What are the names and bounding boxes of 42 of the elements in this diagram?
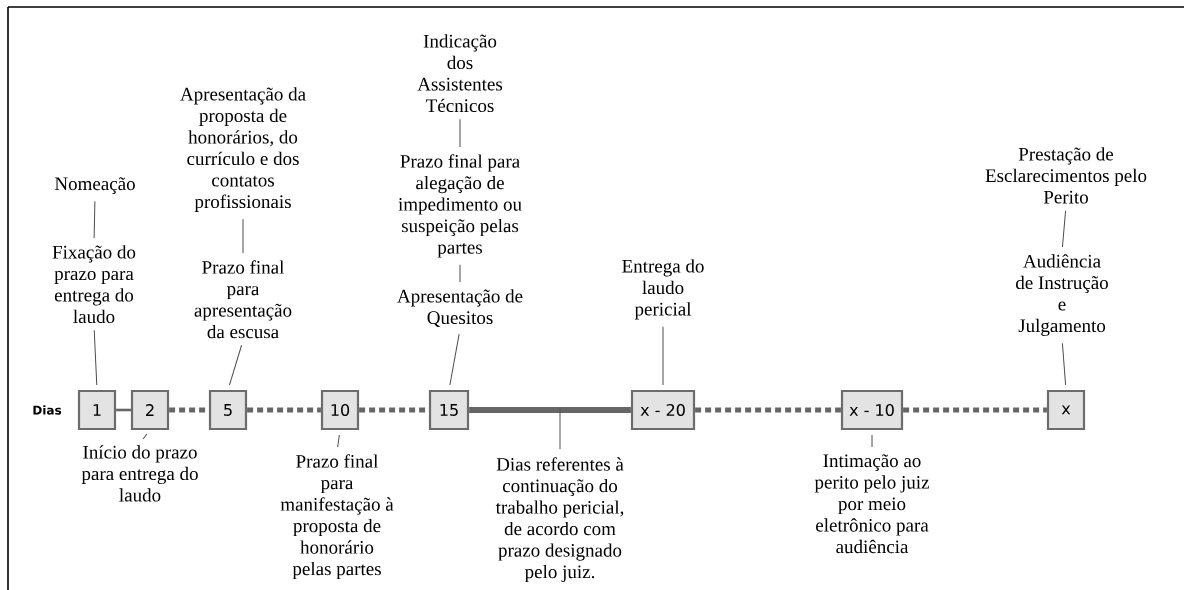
event-text: Apresentação da proposta de honorários, do currículo e dos contatos profissionais bbox=[180, 87, 306, 212]
day-box: 2 bbox=[130, 389, 170, 431]
event-text: Início do prazo para entrega do laudo bbox=[81, 445, 198, 502]
timeline-segment bbox=[469, 407, 631, 413]
leader-line bbox=[662, 326, 664, 386]
leader-line bbox=[449, 333, 460, 386]
leader-line bbox=[559, 408, 561, 450]
leader-line bbox=[337, 434, 340, 448]
timeline-segment bbox=[695, 407, 841, 413]
day-box: x - 10 bbox=[840, 389, 904, 431]
event-text: Indicação dos Assistentes Técnicos bbox=[417, 34, 503, 113]
event-text: Apresentação de Quesitos bbox=[397, 289, 523, 327]
leader-line bbox=[228, 344, 243, 386]
day-box: 1 bbox=[77, 389, 117, 431]
event-text: Intimação ao perito pelo juiz por meio eletrônico para audiência bbox=[814, 454, 929, 554]
event-text: Audiência de Instrução e Julgamento bbox=[1016, 254, 1108, 336]
leader-line bbox=[459, 264, 461, 283]
leader-line bbox=[1061, 342, 1067, 386]
event-text: Dias referentes à continuação do trabalho pericial, de acordo com prazo designado pelo juiz. bbox=[495, 457, 624, 583]
timeline-segment bbox=[116, 408, 131, 412]
event-text: Prestação de Esclarecimentos pelo Perito bbox=[985, 147, 1147, 204]
leader-line bbox=[1061, 210, 1067, 248]
event-text: Prazo final para apresentação da escusa bbox=[194, 260, 292, 339]
axis-label: Dias bbox=[33, 405, 62, 415]
timeline-segment bbox=[247, 407, 321, 413]
leader-line bbox=[871, 434, 873, 448]
timeline-segment bbox=[903, 407, 1047, 413]
leader-line bbox=[93, 329, 98, 386]
day-box: 10 bbox=[320, 389, 360, 431]
leader-line bbox=[142, 433, 148, 440]
day-box: x bbox=[1046, 389, 1086, 431]
leader-line bbox=[242, 218, 244, 254]
day-box: x - 20 bbox=[630, 389, 696, 431]
day-box: 15 bbox=[428, 389, 470, 431]
leader-line bbox=[93, 200, 96, 239]
event-text: Fixação do prazo para entrega do laudo bbox=[52, 245, 136, 324]
day-box: 5 bbox=[208, 389, 248, 431]
event-text: Nomeação bbox=[54, 177, 135, 195]
event-text: Entrega do laudo pericial bbox=[622, 259, 704, 320]
event-text: Prazo final para manifestação à proposta de honorário pelas partes bbox=[280, 454, 394, 580]
event-text: Prazo final para alegação de impedimento ou suspeição pelas partes bbox=[398, 154, 522, 258]
leader-line bbox=[459, 118, 461, 148]
